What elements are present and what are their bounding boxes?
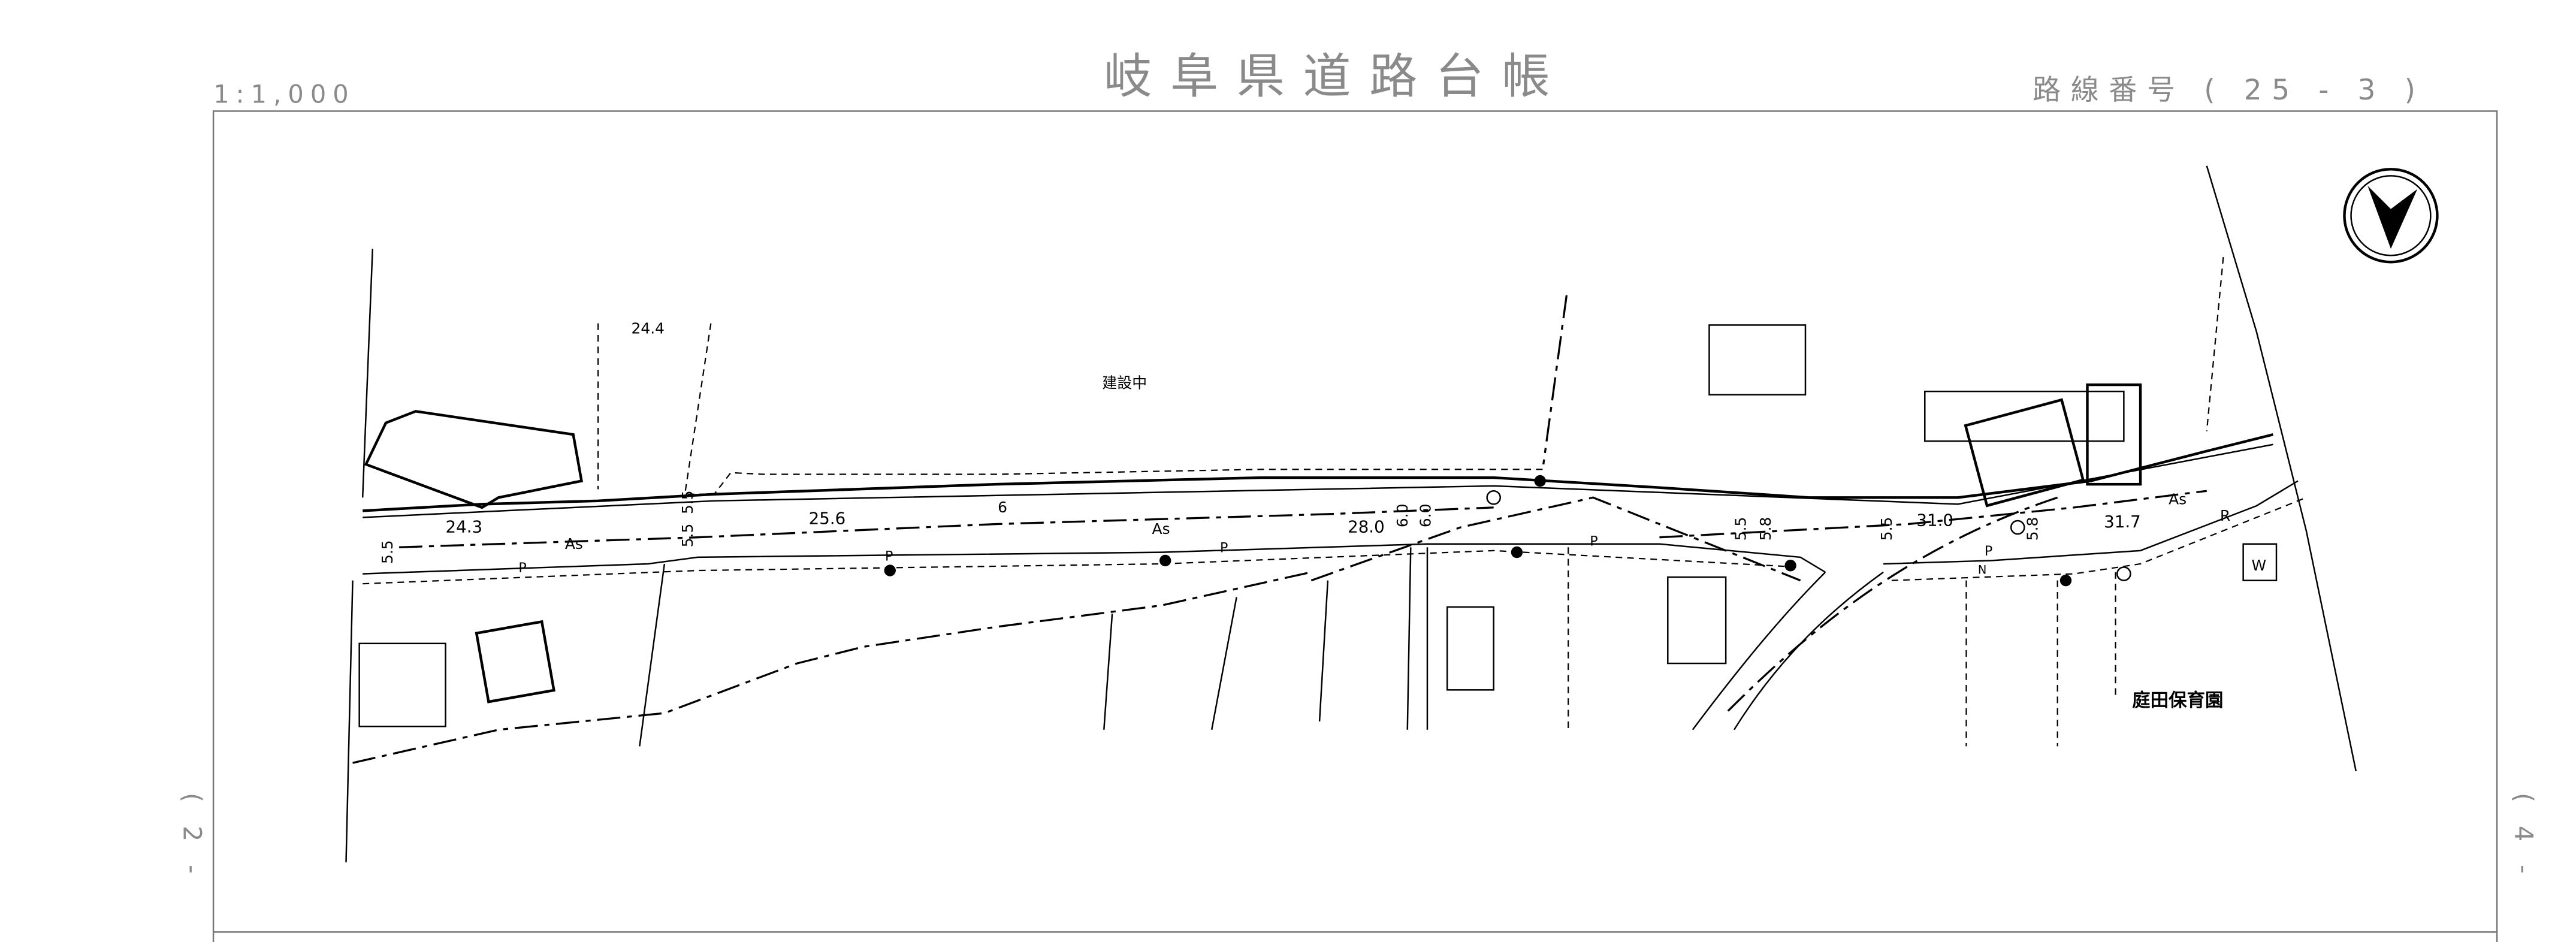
- adjacent-sheet-left: (2-: [177, 793, 207, 897]
- north-arrow-icon: [2343, 168, 2439, 264]
- elevation-label: 24.4: [632, 319, 665, 337]
- elevation-label: 28.0: [1348, 517, 1385, 536]
- width-label: 6.0: [1394, 504, 1411, 528]
- elevation-label: 25.6: [809, 509, 846, 529]
- pole-label: P: [885, 548, 893, 564]
- elevation-label: 31.7: [2104, 512, 2141, 532]
- width-label: 5.5: [1878, 517, 1895, 541]
- control-points: [884, 475, 2131, 587]
- width-label: 5.5: [1732, 517, 1749, 541]
- surface-label: As: [565, 535, 583, 552]
- elevation-label: 31.0: [1916, 510, 1953, 530]
- pole-label: P: [1590, 534, 1597, 550]
- r-label: R: [2220, 507, 2230, 524]
- width-label: 6: [998, 499, 1007, 516]
- construction-label: 建設中: [1103, 375, 1147, 392]
- n-label: N: [1978, 563, 1986, 577]
- width-label: 5.8: [1757, 517, 1774, 541]
- route-number: 路線番号 ( 25 - 3 ): [2033, 74, 2425, 107]
- pole-label: P: [1220, 541, 1228, 556]
- w-label: W: [2251, 557, 2266, 574]
- main-road: [352, 433, 2307, 764]
- width-label: 5.8: [2024, 517, 2041, 541]
- surface-label: As: [2169, 490, 2187, 508]
- map-frame: [212, 110, 2498, 942]
- pole-label: P: [1985, 544, 1992, 559]
- nursery-label: 庭田保育園: [2132, 690, 2223, 711]
- parcels: [345, 165, 2357, 863]
- width-label: 5.5: [379, 540, 396, 564]
- surface-label: As: [1152, 520, 1170, 538]
- scale-label: 1:1,000: [213, 80, 355, 109]
- map-labels: 24.4 24.3 25.6 28.0 31.0 31.7 5.5 5.5 5.…: [379, 319, 2266, 711]
- width-label: 5.5: [679, 490, 696, 514]
- elevation-label: 24.3: [446, 517, 483, 536]
- width-label: 6.0: [1417, 504, 1435, 528]
- width-label: 5.5: [679, 524, 696, 548]
- adjacent-sheet-right: (4-: [2509, 793, 2539, 897]
- page-title: 岐阜県道路台帳: [1104, 49, 1568, 104]
- pole-label: P: [518, 560, 526, 576]
